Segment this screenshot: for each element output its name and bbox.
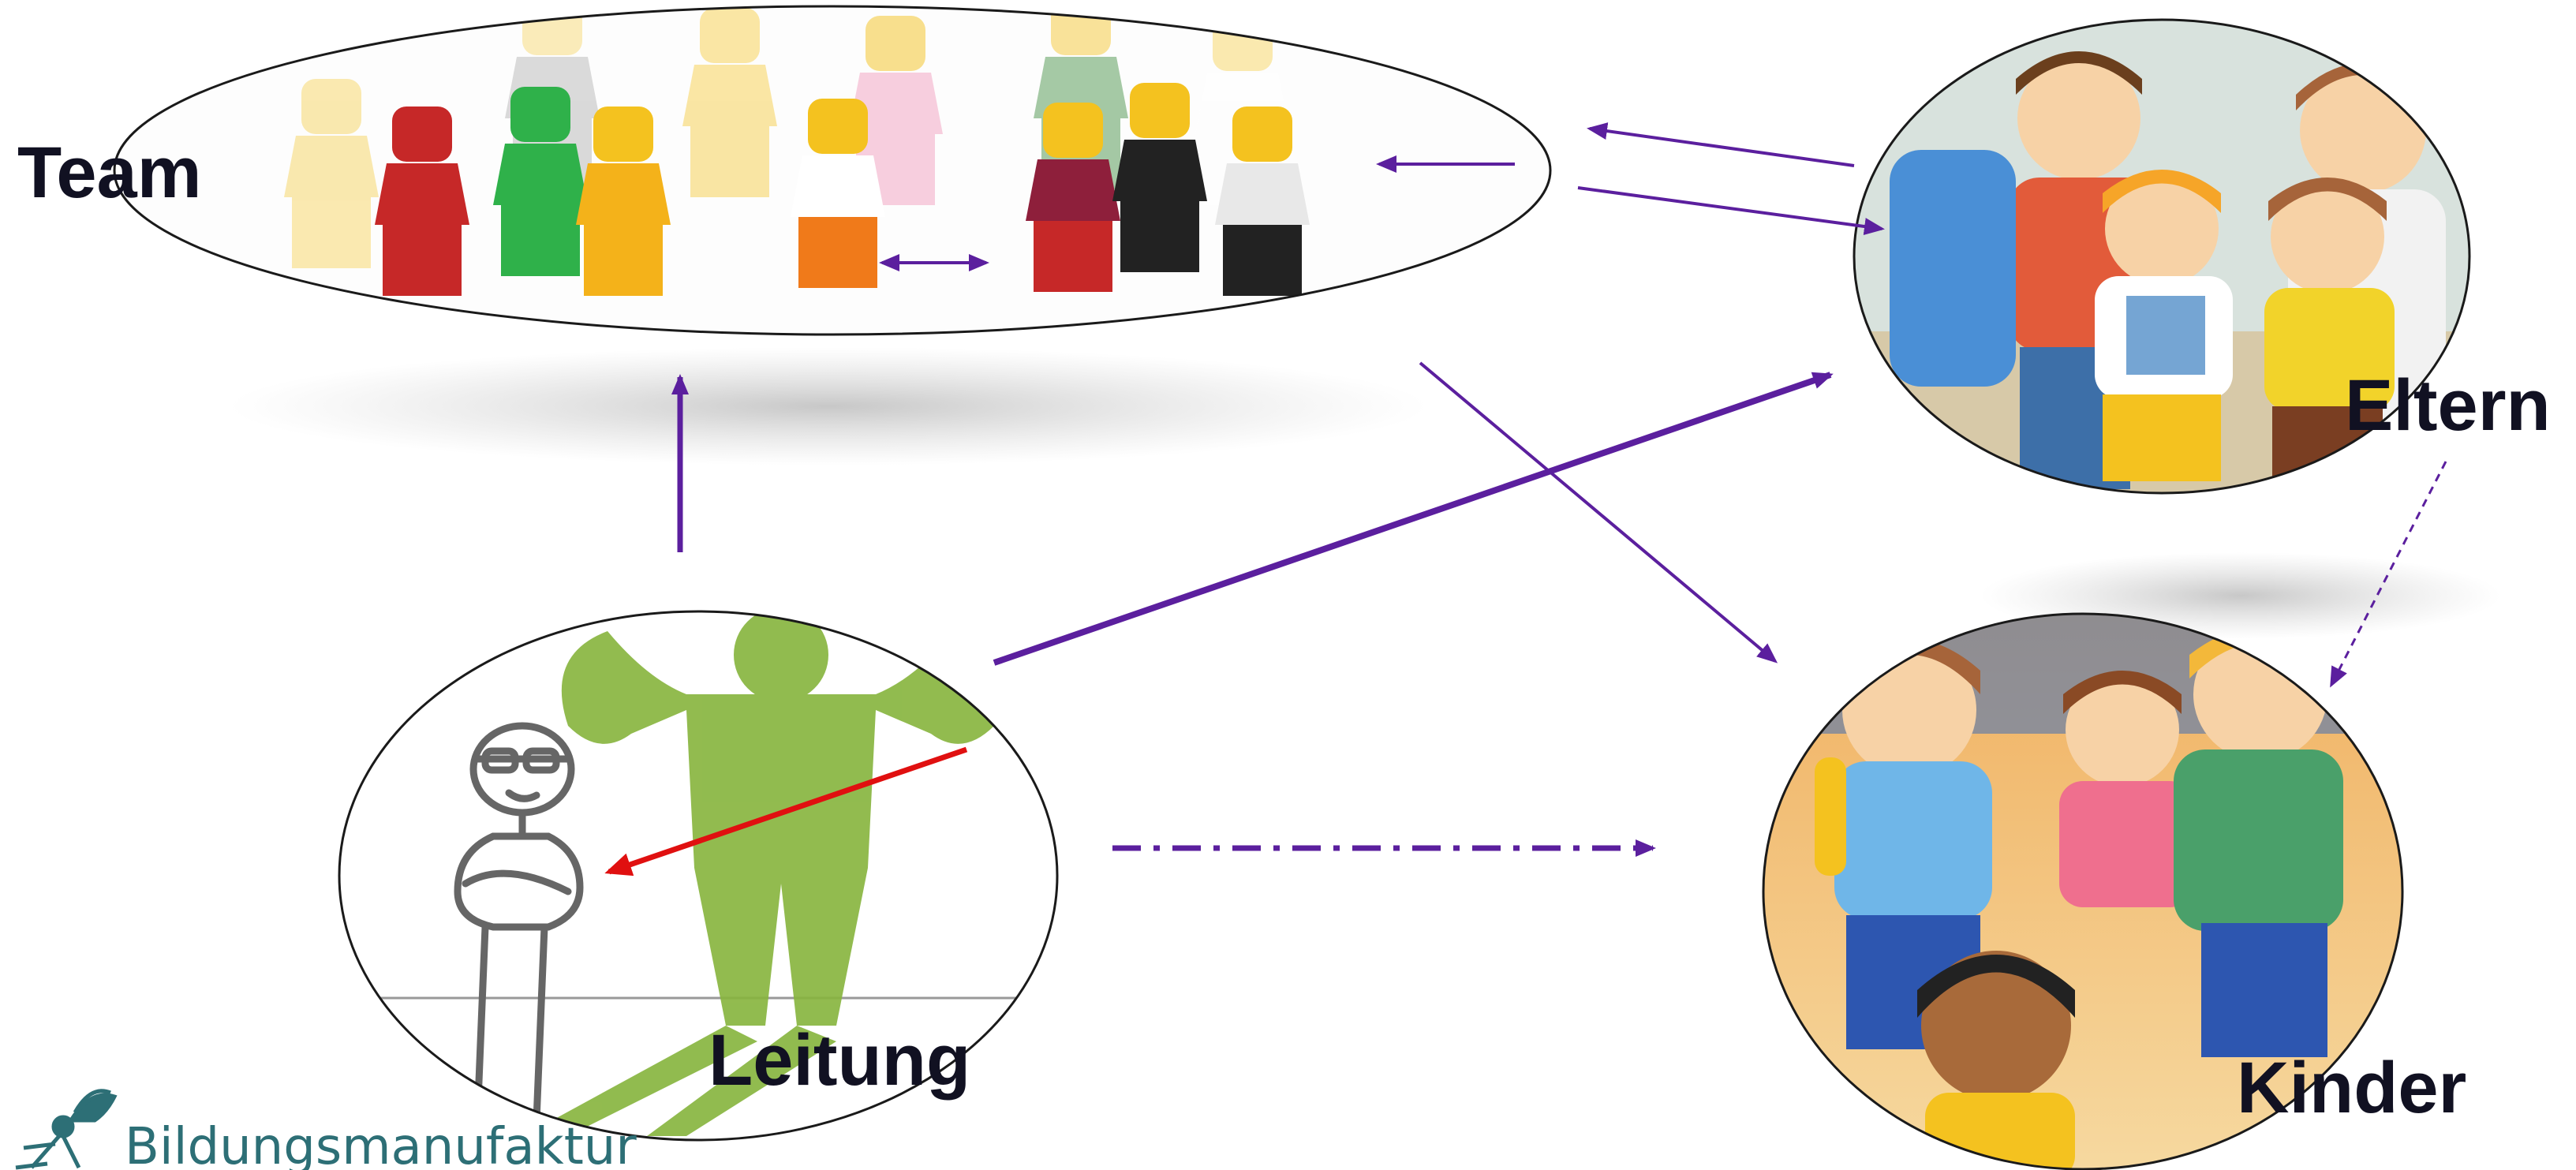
minifigure (1215, 107, 1310, 296)
minifigure (791, 99, 885, 288)
stick-figure-image (339, 611, 1057, 1140)
minifigure (493, 87, 588, 276)
minifigure (576, 107, 671, 296)
kinder-node: Kinder (1762, 612, 2466, 1170)
minifigure (1112, 83, 1207, 272)
team-shadow (229, 347, 1428, 465)
minifigure (1026, 103, 1120, 292)
eltern-label: Eltern (2345, 365, 2551, 446)
minifigure (682, 8, 777, 197)
edge-team-kinder (1419, 361, 1778, 663)
team-label: Team (17, 133, 202, 213)
leitung-node: Leitung (338, 610, 1059, 1142)
minifigure (375, 107, 469, 296)
umbrella-figure-icon (15, 1089, 118, 1170)
edge-team-eltern (1577, 186, 1885, 235)
edge-eltern-team (1587, 122, 1855, 167)
edge-leitung-red (604, 746, 968, 877)
playmobil-family-image (1854, 20, 2469, 493)
playmobil-children-image (1763, 614, 2402, 1169)
eltern-node: Eltern (1853, 18, 2551, 495)
lego-minifigures-image (114, 6, 1550, 335)
minifigure (284, 79, 379, 268)
kinder-label: Kinder (2237, 1048, 2466, 1128)
logo-text: Bildungsmanufaktur (125, 1118, 637, 1170)
strong-shadow-figure (552, 611, 1001, 1136)
team-node: Team (17, 5, 1552, 336)
edge-leitung-eltern (993, 372, 1834, 666)
leitung-label: Leitung (708, 1020, 970, 1101)
bildungsmanufaktur-logo: Bildungsmanufaktur (15, 1089, 637, 1170)
